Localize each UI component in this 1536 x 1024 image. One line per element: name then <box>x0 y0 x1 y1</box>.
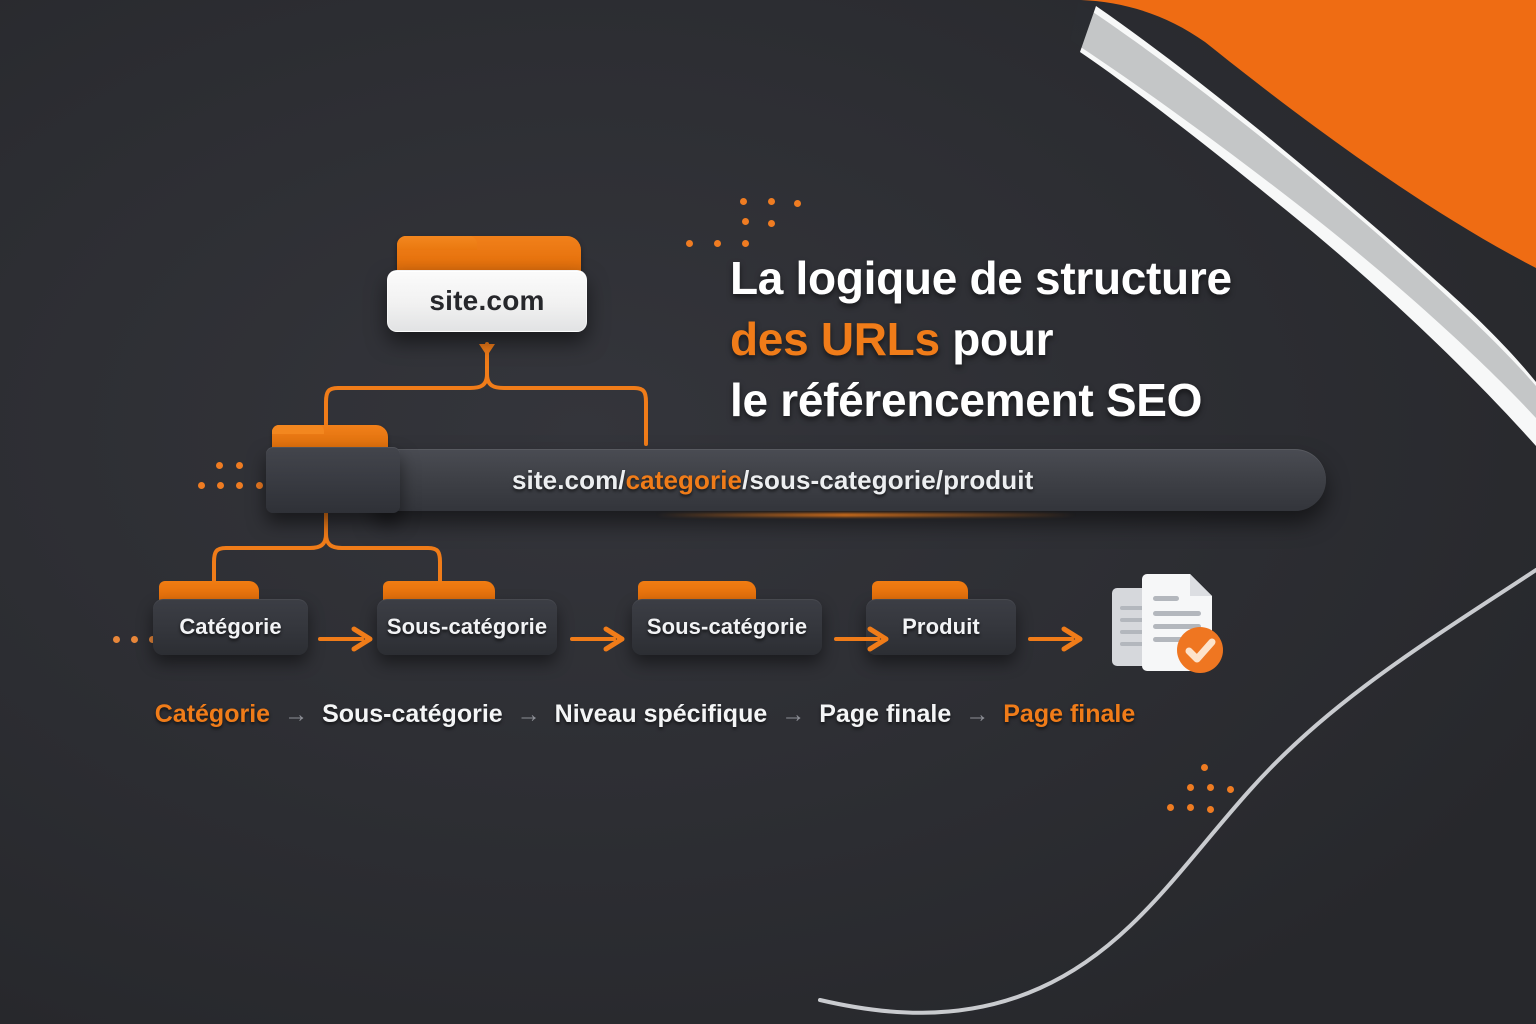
flow-node-body: Produit <box>866 599 1016 655</box>
caption-step-1: Catégorie <box>154 700 271 728</box>
flow-node-label: Sous-catégorie <box>646 614 808 639</box>
headline-line-3: le référencement SEO <box>730 374 1203 427</box>
url-prefix: site.com/ <box>512 464 626 495</box>
flow-arrow-4 <box>1028 626 1086 652</box>
headline-block: La logique de structure des URLs pour le… <box>730 248 1420 432</box>
headline-accent-urls: des URLs <box>730 313 940 366</box>
caption-separator-4: → <box>965 700 990 728</box>
flow-node-label: Catégorie <box>179 614 282 639</box>
caption-separator-2: → <box>516 700 541 728</box>
root-node-plate: site.com <box>387 270 587 332</box>
root-node-label: site.com <box>429 285 545 316</box>
caption-step-4: Page finale <box>819 700 952 728</box>
flow-arrow-1 <box>318 626 376 652</box>
flow-node-label: Produit <box>902 614 980 639</box>
caption-row: Catégorie → Sous-catégorie → Niveau spéc… <box>0 700 1290 729</box>
caption-separator-3: → <box>781 700 806 728</box>
headline-line-2-rest: pour <box>939 313 1054 366</box>
flow-node-body: Sous-catégorie <box>632 599 822 655</box>
flow-node-label: Sous-catégorie <box>386 614 548 639</box>
flow-arrow-2 <box>570 626 628 652</box>
caption-step-5: Page finale <box>1003 700 1136 728</box>
ellipsis-left-icon <box>113 636 156 643</box>
url-bar[interactable]: site.com/categorie/sous-categorie/produi… <box>376 449 1326 511</box>
flow-node-body: Sous-catégorie <box>377 599 557 655</box>
url-text: site.com/categorie/sous-categorie/produi… <box>512 465 1033 496</box>
flow-arrow-3 <box>834 626 892 652</box>
flow-node-body: Catégorie <box>153 599 308 655</box>
url-bar-glow <box>656 513 1076 517</box>
caption-step-2: Sous-catégorie <box>322 700 503 728</box>
folder-icon <box>272 425 388 451</box>
url-folder-body <box>266 447 400 513</box>
caption-separator-1: → <box>284 700 309 728</box>
headline-line-1: La logique de structure <box>730 252 1232 304</box>
dot-cluster-top <box>672 188 801 258</box>
headline-line-2: des URLs pour <box>730 309 1420 370</box>
root-node-site-com[interactable]: site.com <box>387 236 587 346</box>
document-check-icon[interactable] <box>1106 566 1230 682</box>
url-highlight-segment: categorie <box>625 464 743 495</box>
dot-cluster-left <box>190 462 270 502</box>
caption-step-3: Niveau spécifique <box>554 700 768 728</box>
dot-cluster-bottom <box>1155 762 1245 822</box>
url-suffix: /sous-categorie/produit <box>742 464 1034 495</box>
